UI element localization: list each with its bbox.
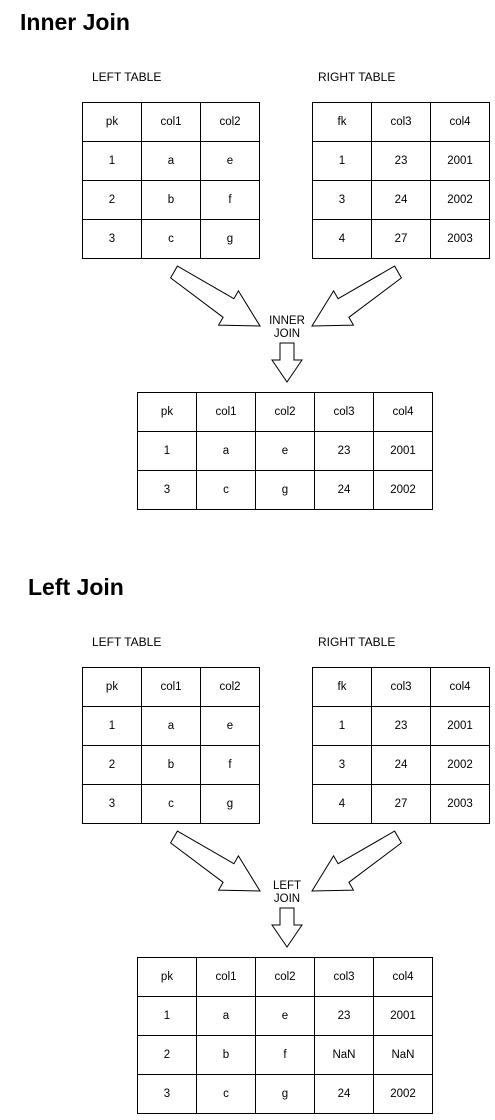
table-cell: e — [200, 141, 260, 181]
column-header: pk — [82, 667, 142, 707]
table-cell: 24 — [371, 745, 431, 785]
column-header: col4 — [430, 667, 490, 707]
table-cell: e — [200, 706, 260, 746]
column-header: col4 — [373, 392, 433, 432]
table-cell: c — [196, 470, 256, 510]
inner-right-table-label: RIGHT TABLE — [318, 70, 396, 84]
table-cell: 24 — [314, 470, 374, 510]
left-right-arrow — [311, 830, 403, 892]
left-left-arrow — [169, 830, 261, 892]
table-cell: c — [141, 784, 201, 824]
table-cell: b — [141, 745, 201, 785]
table-cell: 1 — [82, 141, 142, 181]
table-cell: g — [200, 784, 260, 824]
column-header: col2 — [255, 957, 315, 997]
table-cell: 27 — [371, 784, 431, 824]
left-join-caption: LEFT JOIN — [272, 880, 302, 905]
inner-join-caption: INNER JOIN — [269, 315, 305, 340]
table-cell: g — [200, 219, 260, 259]
table-cell: 23 — [371, 141, 431, 181]
table-cell: a — [196, 996, 256, 1036]
inner-join-title: Inner Join — [20, 9, 130, 35]
table-cell: 24 — [371, 180, 431, 220]
column-header: col4 — [430, 102, 490, 142]
column-header: fk — [312, 667, 372, 707]
left-right-table-label: RIGHT TABLE — [318, 635, 396, 649]
table-cell: g — [255, 470, 315, 510]
table-cell: 23 — [314, 996, 374, 1036]
table-cell: 2002 — [430, 180, 490, 220]
inner-left-arrow — [169, 265, 261, 327]
inner-left-table-label: LEFT TABLE — [92, 70, 162, 84]
column-header: fk — [312, 102, 372, 142]
inner-down-arrow — [271, 342, 303, 383]
table-cell: g — [255, 1074, 315, 1114]
column-header: pk — [137, 392, 197, 432]
left-join-title: Left Join — [28, 574, 124, 600]
table-cell: NaN — [373, 1035, 433, 1075]
table-cell: 1 — [137, 996, 197, 1036]
inner-right-arrow — [311, 265, 403, 327]
table-cell: 2002 — [430, 745, 490, 785]
column-header: col3 — [314, 392, 374, 432]
table-cell: 2001 — [430, 141, 490, 181]
table-cell: a — [141, 706, 201, 746]
left-left-table-label: LEFT TABLE — [92, 635, 162, 649]
table-cell: 1 — [312, 141, 372, 181]
table-cell: f — [200, 745, 260, 785]
table-cell: 2001 — [430, 706, 490, 746]
table-cell: 2002 — [373, 1074, 433, 1114]
column-header: col1 — [141, 102, 201, 142]
table-cell: f — [200, 180, 260, 220]
table-cell: 4 — [312, 219, 372, 259]
column-header: col4 — [373, 957, 433, 997]
table-cell: a — [196, 431, 256, 471]
table-cell: 2003 — [430, 219, 490, 259]
table-cell: 2002 — [373, 470, 433, 510]
column-header: col2 — [200, 102, 260, 142]
table-cell: 2003 — [430, 784, 490, 824]
left-down-arrow — [271, 907, 303, 948]
table-cell: 24 — [314, 1074, 374, 1114]
table-cell: b — [141, 180, 201, 220]
table-cell: 2 — [82, 745, 142, 785]
table-cell: 1 — [137, 431, 197, 471]
column-header: col2 — [200, 667, 260, 707]
table-cell: a — [141, 141, 201, 181]
column-header: col3 — [314, 957, 374, 997]
table-cell: b — [196, 1035, 256, 1075]
table-cell: 3 — [137, 1074, 197, 1114]
table-cell: 27 — [371, 219, 431, 259]
table-cell: 3 — [82, 219, 142, 259]
